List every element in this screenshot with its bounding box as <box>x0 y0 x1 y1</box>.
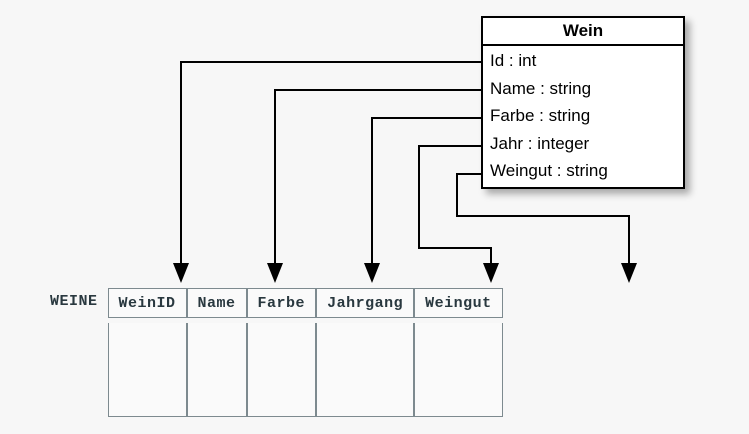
connector-farbe-to-farbe <box>364 117 481 283</box>
uml-attribute-jahr: Jahr : integer <box>490 133 590 153</box>
relation-cell-farbe[interactable] <box>246 323 317 417</box>
arrowhead-weinid <box>173 263 189 283</box>
uml-attribute-id: Id : int <box>490 51 537 70</box>
arrowhead-jahrgang <box>483 263 499 283</box>
uml-attribute-weingut: Weingut : string <box>490 161 608 180</box>
arrowhead-weingut <box>621 263 637 283</box>
connector-name-to-name <box>267 89 481 283</box>
relation-cell-jahrgang[interactable] <box>316 323 415 417</box>
relation-column-weinid[interactable]: WeinID <box>107 288 187 318</box>
relation-cell-name[interactable] <box>186 323 247 417</box>
relation-cell-weingut[interactable] <box>414 323 503 417</box>
uml-attribute-list: Id : int Name : string Farbe : string Ja… <box>483 46 683 187</box>
arrowhead-farbe <box>364 263 380 283</box>
connector-id-to-weinid <box>173 61 481 283</box>
uml-class-name: Wein <box>483 18 683 46</box>
relation-column-jahrgang[interactable]: Jahrgang <box>316 288 415 318</box>
relation-table[interactable]: WeinID Name Farbe Jahrgang Weingut <box>107 288 503 417</box>
relation-header-row: WeinID Name Farbe Jahrgang Weingut <box>107 288 503 318</box>
relation-column-farbe[interactable]: Farbe <box>246 288 317 318</box>
uml-attribute-farbe: Farbe : string <box>490 106 591 125</box>
relation-name-label: WEINE <box>50 293 98 310</box>
connector-weingut-to-weingut <box>456 173 637 283</box>
relation-block: WEINE WeinID Name Farbe Jahrgang Weingut <box>50 288 503 417</box>
uml-attribute-name: Name : string <box>490 78 592 98</box>
arrowhead-name <box>267 263 283 283</box>
relation-column-name[interactable]: Name <box>186 288 247 318</box>
relation-cell-weinid[interactable] <box>107 323 187 417</box>
relation-data-row[interactable] <box>107 323 503 417</box>
uml-class-box[interactable]: Wein Id : int Name : string Farbe : stri… <box>481 16 685 189</box>
relation-column-weingut[interactable]: Weingut <box>414 288 503 318</box>
